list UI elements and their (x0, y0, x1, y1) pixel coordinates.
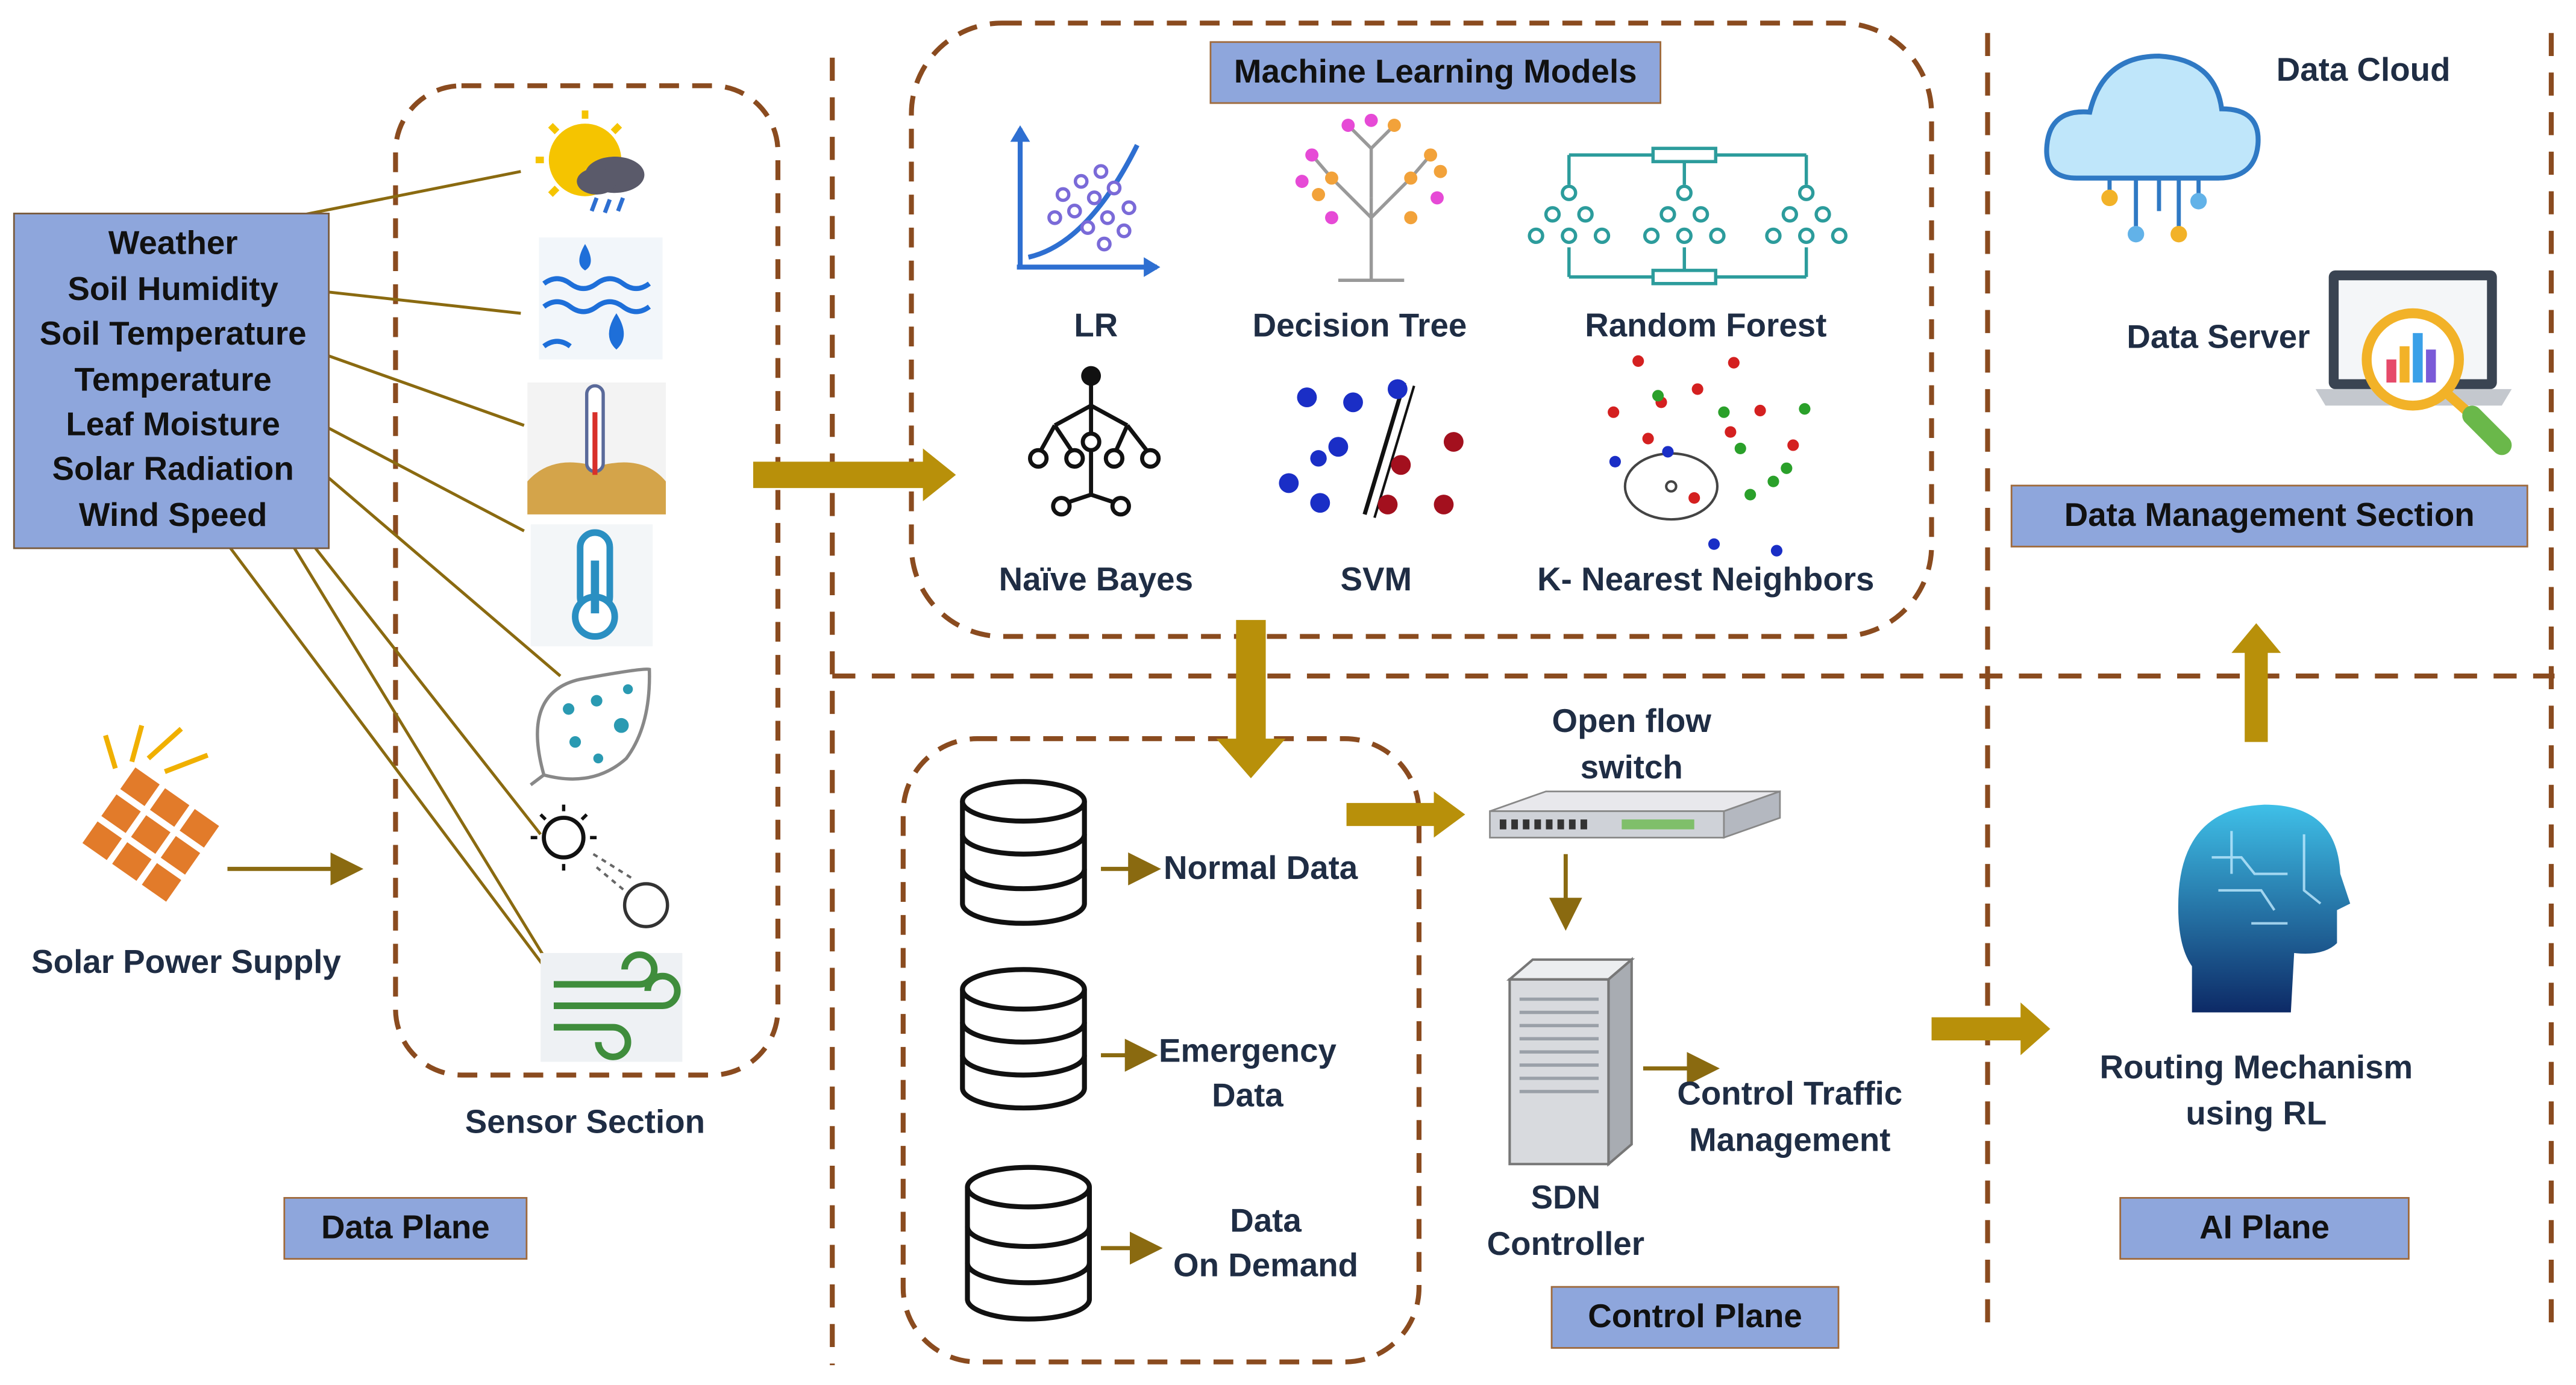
data-server-icon (2315, 270, 2512, 455)
ml-label-random-forest: Random Forest (1585, 308, 1827, 345)
wind-icon (541, 951, 683, 1062)
soil-thermometer-icon (527, 382, 666, 514)
ml-label-svm: SVM (1340, 562, 1412, 599)
solar-radiation-icon (530, 804, 669, 928)
sensor-parameter-box: Weather Soil Humidity Soil Temperature T… (13, 213, 330, 549)
data-types-outline (900, 736, 1422, 1365)
control-plane-box: Control Plane (1550, 1286, 1840, 1349)
data-plane-box: Data Plane (283, 1196, 528, 1260)
knn-icon (1608, 355, 1811, 557)
ml-label-knn: K- Nearest Neighbors (1537, 562, 1875, 599)
data-management-box: Data Management Section (2010, 484, 2528, 548)
on-demand-label-line2: On Demand (1173, 1248, 1359, 1285)
normal-data-label: Normal Data (1163, 851, 1358, 887)
data-server-label: Data Server (2126, 319, 2310, 357)
routing-label-line1: Routing Mechanism (2099, 1050, 2413, 1087)
sdn-label-line1: SDN (1531, 1180, 1601, 1217)
thermometer-icon (530, 524, 653, 646)
lr-icon (1010, 125, 1161, 277)
openflow-label-line2: switch (1580, 750, 1683, 787)
sensor-label-weather: Weather (108, 225, 238, 263)
sdn-controller-icon (1506, 957, 1635, 1167)
sensor-label-solar-radiation: Solar Radiation (52, 451, 294, 489)
sensor-label-leaf-moisture: Leaf Moisture (66, 407, 281, 444)
on-demand-label-line1: Data (1230, 1203, 1302, 1240)
ml-models-title: Machine Learning Models (1209, 41, 1661, 104)
sdn-label-line2: Controller (1487, 1227, 1645, 1263)
ai-plane-box: AI Plane (2119, 1196, 2410, 1260)
openflow-label-line1: Open flow (1552, 704, 1711, 740)
database-icon-emergency (960, 967, 1087, 1111)
ai-head-icon (2178, 804, 2351, 1013)
sensor-section-label: Sensor Section (465, 1104, 706, 1141)
ml-section-outline (909, 20, 1934, 639)
ml-label-lr: LR (1074, 308, 1118, 345)
sensor-label-temperature: Temperature (74, 363, 272, 399)
traffic-label-line2: Management (1689, 1122, 1891, 1160)
sensor-label-soil-temperature: Soil Temperature (39, 316, 307, 353)
openflow-switch-icon (1489, 790, 1781, 839)
traffic-label-line1: Control Traffic (1677, 1077, 1903, 1113)
emergency-data-label-line2: Data (1212, 1078, 1283, 1115)
data-cloud-label: Data Cloud (2276, 52, 2451, 89)
database-icon-normal (960, 779, 1087, 926)
water-icon (539, 237, 663, 360)
random-forest-icon (1528, 146, 1848, 286)
ml-label-decision-tree: Decision Tree (1252, 308, 1467, 345)
solar-power-supply-label: Solar Power Supply (31, 945, 341, 981)
sensor-label-wind-speed: Wind Speed (78, 498, 268, 534)
emergency-data-label-line1: Emergency (1158, 1034, 1337, 1071)
weather-icon (535, 110, 645, 214)
naive-bayes-icon (1028, 366, 1161, 517)
sensor-label-soil-humidity: Soil Humidity (67, 272, 278, 308)
data-cloud-icon (2044, 53, 2261, 243)
svm-icon (1279, 379, 1464, 518)
solar-panel-icon (82, 725, 219, 902)
routing-label-line2: using RL (2186, 1096, 2327, 1133)
leaf-moisture-icon (530, 667, 651, 786)
database-icon-on-demand (965, 1165, 1092, 1322)
decision-tree-icon (1295, 113, 1447, 283)
ml-label-naive-bayes: Naïve Bayes (998, 562, 1194, 599)
